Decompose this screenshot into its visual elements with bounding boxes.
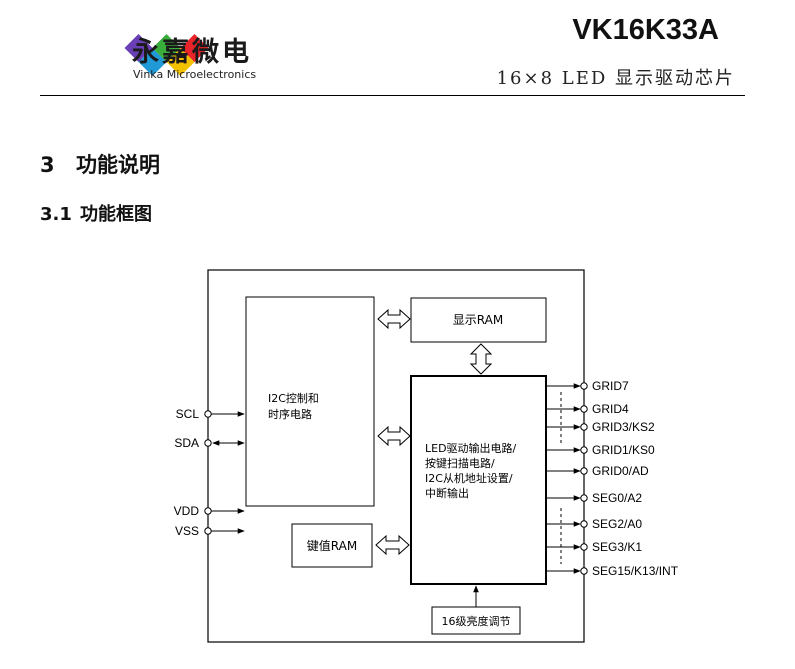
led-driver-line-4: 中断输出 — [425, 486, 469, 500]
right-pin-terminal — [580, 446, 588, 454]
right-pin-label: SEG15/K13/INT — [592, 564, 679, 578]
brand-name-en: Vinka Microelectronics — [133, 68, 257, 81]
brand-name-cn: 永嘉微电 — [132, 37, 252, 68]
i2c-control-line-1: I2C控制和 — [268, 391, 319, 405]
right-pin: GRID7 — [547, 379, 629, 393]
right-pin-terminal — [580, 520, 588, 528]
logo-diamonds-icon — [124, 34, 209, 76]
right-pin-label: GRID0/AD — [592, 464, 649, 478]
section-heading: 3 功能说明 — [40, 149, 160, 179]
right-pin-label: GRID1/KS0 — [592, 443, 655, 457]
bus-arrow-ram-led-driver — [469, 343, 493, 375]
chip-outline — [207, 269, 585, 643]
bus-arrow-keyram-led-driver — [375, 534, 410, 556]
right-pin-label: SEG0/A2 — [592, 491, 642, 505]
right-pin: GRID0/AD — [547, 464, 649, 478]
right-pin-terminal — [580, 405, 588, 413]
right-pin-label: GRID7 — [592, 379, 629, 393]
section-title: 功能说明 — [76, 153, 160, 177]
subsection-heading: 3.1 功能框图 — [40, 200, 152, 226]
section-number: 3 — [40, 153, 55, 177]
right-pin-terminal — [580, 423, 588, 431]
left-pin-vss: VSS — [175, 524, 245, 538]
left-pin-sda: SDA — [174, 436, 245, 450]
right-pin-label: GRID4 — [592, 402, 629, 416]
display-ram-label: 显示RAM — [453, 313, 503, 327]
right-pin-label: SEG2/A0 — [592, 517, 642, 531]
i2c-control-line-2: 时序电路 — [268, 407, 312, 421]
pin-label-sda: SDA — [174, 436, 199, 450]
right-pin-terminal — [580, 543, 588, 551]
right-pin: SEG2/A0 — [547, 517, 642, 531]
right-pin-terminal — [580, 467, 588, 475]
left-pin-scl: SCL — [176, 407, 245, 421]
document-model: VK16K33A — [572, 14, 719, 46]
led-driver-line-2: 按键扫描电路/ — [425, 456, 495, 470]
display-ram-block — [410, 297, 547, 343]
pin-label-vdd: VDD — [174, 504, 200, 518]
right-pin-terminal — [580, 494, 588, 502]
pin-label-scl: SCL — [176, 407, 200, 421]
led-driver-line-3: I2C从机地址设置/ — [425, 471, 513, 485]
right-pin: SEG3/K1 — [547, 540, 642, 554]
led-driver-line-1: LED驱动输出电路/ — [425, 441, 517, 455]
right-pin: GRID4 — [547, 402, 629, 416]
right-pin: GRID3/KS2 — [547, 420, 655, 434]
i2c-control-block — [245, 296, 375, 507]
brightness-label: 16级亮度调节 — [442, 614, 511, 628]
document-subtitle: 16×8 LED 显示驱动芯片 — [496, 68, 735, 89]
key-ram-label: 键值RAM — [307, 538, 357, 553]
bus-arrow-i2c-led-driver — [377, 425, 411, 447]
right-pin-terminal — [580, 567, 588, 575]
header-divider — [40, 95, 745, 96]
right-pin: GRID1/KS0 — [547, 443, 655, 457]
right-pin: SEG15/K13/INT — [547, 564, 679, 578]
bus-arrow-i2c-display-ram — [377, 308, 411, 330]
right-pin-label: SEG3/K1 — [592, 540, 642, 554]
company-logo — [124, 34, 209, 76]
key-ram-block — [291, 523, 373, 568]
led-driver-block — [410, 375, 547, 585]
subsection-title: 功能框图 — [80, 204, 152, 225]
right-pin-terminal — [580, 382, 588, 390]
left-pin-vdd: VDD — [174, 504, 245, 518]
pin-label-vss: VSS — [175, 524, 199, 538]
right-pin: SEG0/A2 — [547, 491, 642, 505]
brightness-block — [431, 606, 521, 635]
subsection-number: 3.1 — [40, 204, 72, 225]
right-pin-label: GRID3/KS2 — [592, 420, 655, 434]
